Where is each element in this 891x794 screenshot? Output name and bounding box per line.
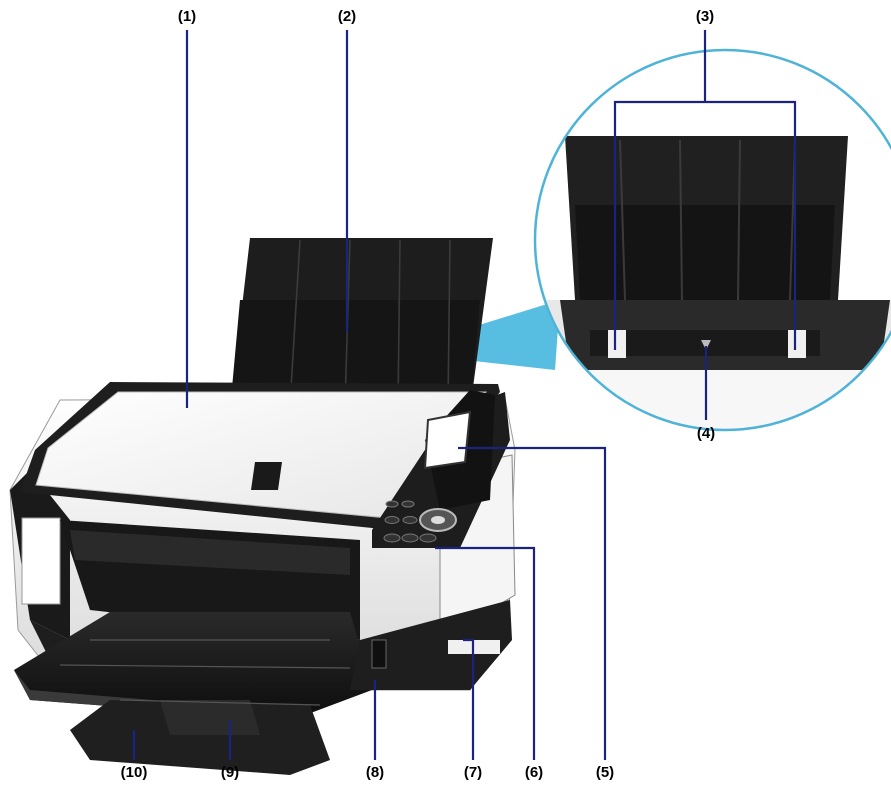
lid-logo-icon	[251, 462, 282, 490]
callout-9: (9)	[220, 764, 240, 781]
panel-buttons	[383, 500, 437, 543]
operation-panel	[372, 390, 510, 548]
callout-2: (2)	[337, 8, 357, 25]
callout-10: (10)	[120, 764, 148, 781]
callout-6: (6)	[524, 764, 544, 781]
callout-8: (8)	[365, 764, 385, 781]
paper-guide-right	[788, 330, 806, 358]
leader-line-7	[463, 638, 475, 760]
callout-7: (7)	[463, 764, 483, 781]
zoom-detail	[535, 50, 891, 430]
direct-print-port	[371, 639, 387, 669]
zoom-circle	[533, 48, 891, 432]
callout-5: (5)	[595, 764, 615, 781]
leader-line-6	[435, 546, 536, 760]
callout-4: (4)	[696, 425, 716, 442]
callout-3: (3)	[695, 8, 715, 25]
paper-guide-left	[608, 330, 626, 358]
leader-line-5	[458, 446, 607, 760]
center-mark	[701, 340, 711, 350]
leader-lines	[132, 30, 797, 760]
lcd-screen	[423, 410, 472, 470]
scanner-lid	[20, 382, 500, 530]
callout-1: (1)	[177, 8, 197, 25]
rear-paper-tray	[230, 238, 493, 410]
